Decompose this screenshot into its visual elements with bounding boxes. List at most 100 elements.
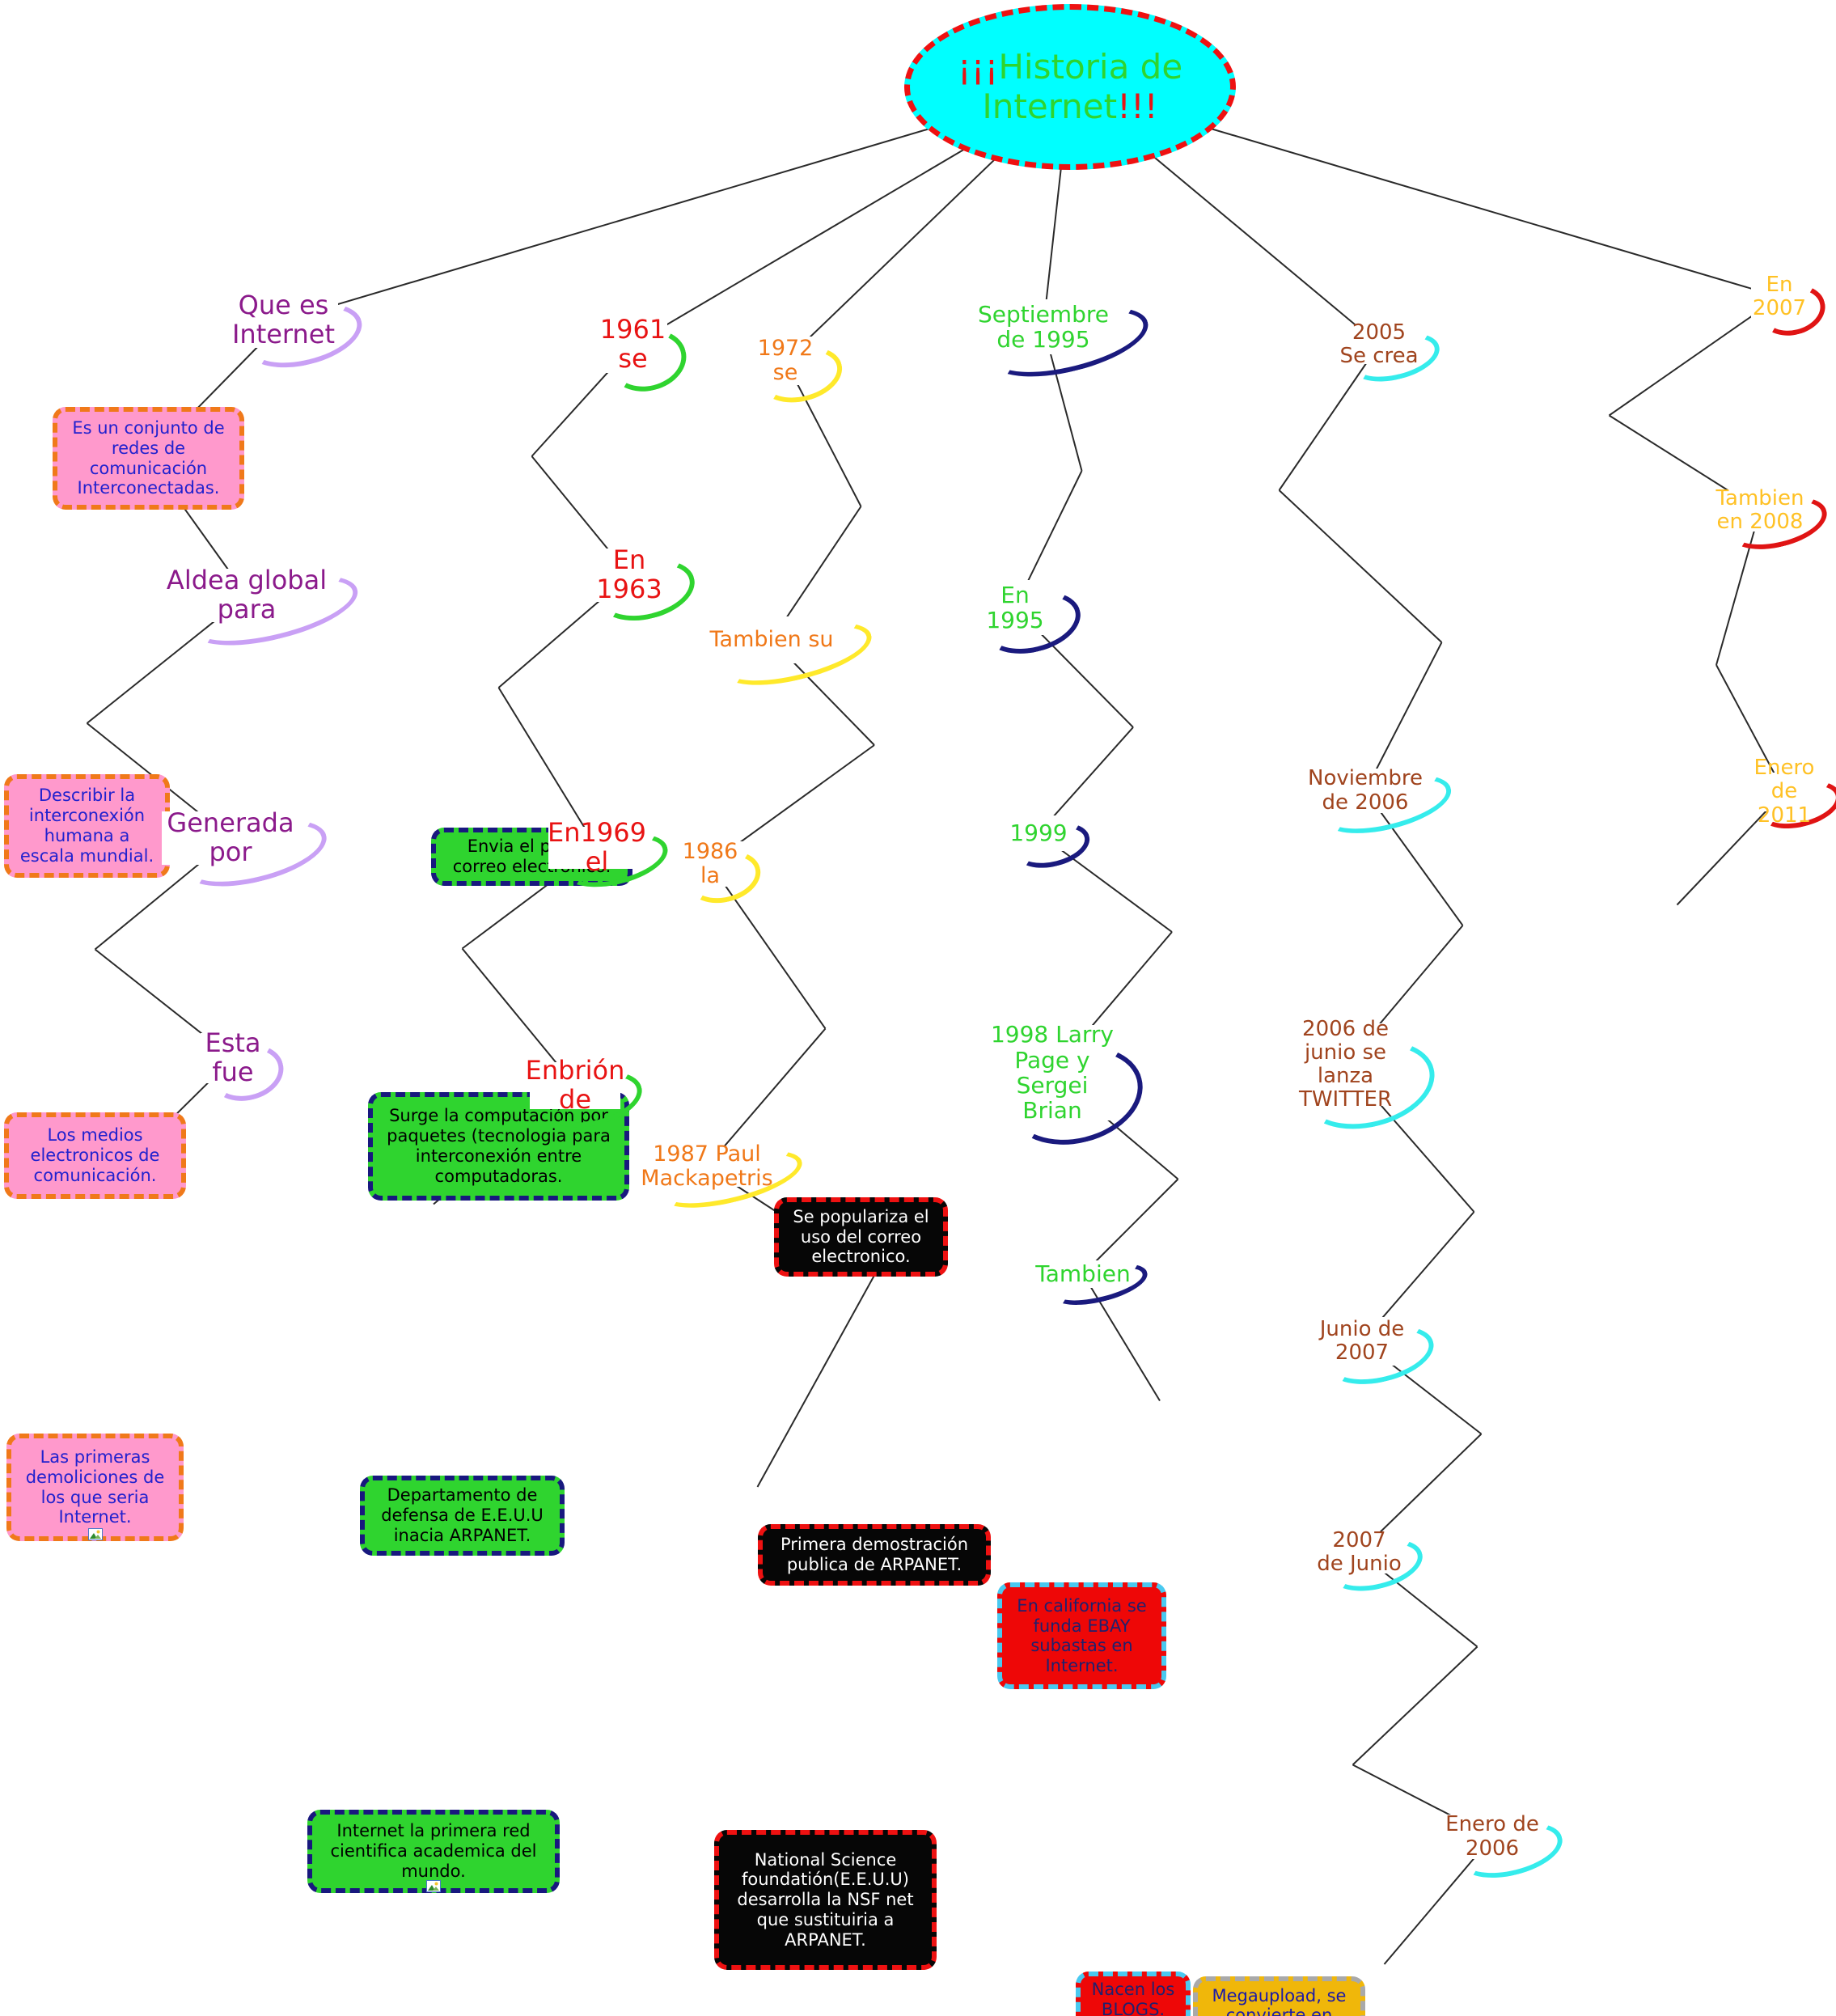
title-suffix: !!! bbox=[1117, 86, 1158, 126]
label-en-2007[interactable]: En 2007 bbox=[1751, 272, 1830, 342]
box-conjunto-redes[interactable]: Es un conjunto de redes de comunicación … bbox=[53, 407, 244, 510]
node-text: En1969 el bbox=[548, 817, 646, 877]
node-text: Nacen los BLOGS. bbox=[1091, 1980, 1175, 2016]
label-1999[interactable]: 1999 bbox=[1005, 815, 1095, 875]
node-text: En 1963 bbox=[596, 544, 662, 604]
box-arpanet-defensa[interactable]: Departamento de defensa de E.E.U.U inaci… bbox=[360, 1476, 565, 1556]
node-text: Aldea global para bbox=[166, 565, 328, 625]
root-title[interactable]: ¡¡¡Historia de Internet!!! bbox=[904, 4, 1236, 170]
connector-line bbox=[785, 360, 862, 507]
node-text: Junio de 2007 bbox=[1319, 1316, 1405, 1365]
node-text: En 1995 bbox=[986, 581, 1044, 633]
connector-line bbox=[1082, 1178, 1179, 1275]
node-text: En 2007 bbox=[1752, 272, 1807, 320]
label-1961-se[interactable]: 1961 se bbox=[599, 314, 693, 400]
title-prefix: ¡¡¡ bbox=[957, 47, 999, 87]
node-text: Describir la interconexión humana a esca… bbox=[19, 786, 154, 866]
node-text: 1961 se bbox=[599, 314, 666, 374]
connector-line bbox=[1715, 510, 1761, 666]
node-text: 1999 bbox=[1009, 820, 1068, 847]
label-tambien-2008[interactable]: Tambien en 2008 bbox=[1715, 485, 1832, 559]
connector-line bbox=[1352, 1645, 1479, 1766]
node-text: Que es Internet bbox=[231, 290, 336, 349]
node-text: En california se funda EBAY subastas en … bbox=[1017, 1595, 1147, 1676]
box-primera-red-cientifica[interactable]: Internet la primera red cientifica acade… bbox=[307, 1810, 560, 1893]
label-enero-2011[interactable]: Enero de 2011 bbox=[1747, 756, 1836, 836]
node-text: 2006 de junio se lanza TWITTER bbox=[1298, 1016, 1393, 1112]
connector-line bbox=[1278, 344, 1380, 491]
node-text: 2007 de Junio bbox=[1317, 1527, 1402, 1576]
connector-line bbox=[1082, 1273, 1161, 1402]
label-enbrion-de[interactable]: Enbrión de bbox=[526, 1056, 648, 1137]
node-text: Tambien bbox=[1035, 1260, 1131, 1288]
label-generada-por[interactable]: Generada por bbox=[162, 807, 333, 900]
connector-line bbox=[1364, 790, 1464, 926]
label-septiembre-1995[interactable]: Septiembre de 1995 bbox=[967, 294, 1156, 391]
label-en-1995[interactable]: En 1995 bbox=[971, 580, 1088, 664]
node-text: Surge la computación por paquetes (tecno… bbox=[387, 1106, 611, 1186]
node-text: Las primeras demoliciones de los que ser… bbox=[25, 1446, 165, 1527]
label-2007-de-junio[interactable]: 2007 de Junio bbox=[1317, 1527, 1428, 1600]
node-text: Megaupload, se convierte en amenaza. bbox=[1212, 1985, 1347, 2016]
node-text: Noviembre de 2006 bbox=[1308, 766, 1423, 815]
node-text: Enero de 2006 bbox=[1445, 1812, 1539, 1861]
label-en-1963[interactable]: En 1963 bbox=[585, 544, 702, 630]
connector-line bbox=[1608, 296, 1780, 417]
node-text: Internet la primera red cientifica acade… bbox=[330, 1821, 537, 1881]
label-aldea-global[interactable]: Aldea global para bbox=[166, 561, 365, 659]
box-nsf-net[interactable]: National Science foundatión(E.E.U.U) des… bbox=[714, 1830, 937, 1970]
box-demostracion-arpanet[interactable]: Primera demostración publica de ARPANET. bbox=[758, 1524, 991, 1586]
label-1972-se[interactable]: 1972 se bbox=[748, 335, 848, 411]
node-text: Esta fue bbox=[205, 1027, 261, 1087]
box-ebay[interactable]: En california se funda EBAY subastas en … bbox=[997, 1582, 1166, 1690]
connector-line bbox=[709, 863, 827, 1030]
label-esta-fue[interactable]: Esta fue bbox=[201, 1028, 290, 1108]
label-junio-2007[interactable]: Junio de 2007 bbox=[1313, 1316, 1440, 1395]
box-describir-interconexion[interactable]: Describir la interconexión humana a esca… bbox=[4, 774, 170, 878]
box-medios-electronicos[interactable]: Los medios electronicos de comunicación. bbox=[4, 1112, 186, 1199]
image-icon bbox=[87, 1528, 103, 1540]
box-primeras-demoliciones[interactable]: Las primeras demoliciones de los que ser… bbox=[6, 1434, 184, 1541]
title-main: Historia de Internet bbox=[982, 47, 1183, 126]
label-que-es-internet[interactable]: Que es Internet bbox=[229, 290, 369, 379]
root-title-text: ¡¡¡Historia de Internet!!! bbox=[933, 47, 1208, 126]
label-1986-la[interactable]: 1986 la bbox=[678, 838, 767, 912]
node-text: Generada por bbox=[167, 807, 294, 867]
node-text: Enero de 2011 bbox=[1754, 756, 1815, 828]
label-en-1969[interactable]: En1969 el bbox=[548, 818, 673, 897]
label-1987-paul-mackapetris[interactable]: 1987 Paul Mackapetris bbox=[639, 1139, 807, 1219]
node-text: 1986 la bbox=[682, 838, 738, 888]
label-tambien-su[interactable]: Tambien su bbox=[700, 609, 878, 698]
connector-line bbox=[497, 687, 598, 849]
label-tambien[interactable]: Tambien bbox=[1035, 1256, 1152, 1313]
node-text: 1972 se bbox=[757, 335, 814, 385]
connector-line bbox=[706, 1027, 827, 1167]
box-computacion-paquetes[interactable]: Surge la computación por paquetes (tecno… bbox=[368, 1092, 629, 1201]
node-text: Es un conjunto de redes de comunicación … bbox=[72, 417, 225, 498]
connector-line bbox=[1278, 489, 1443, 643]
label-noviembre-2006[interactable]: Noviembre de 2006 bbox=[1305, 764, 1457, 845]
node-text: Los medios electronicos de comunicación. bbox=[30, 1125, 160, 1185]
image-icon bbox=[426, 1880, 441, 1892]
node-text: National Science foundatión(E.E.U.U) des… bbox=[737, 1849, 914, 1950]
box-populariza-correo[interactable]: Se populariza el uso del correo electron… bbox=[774, 1197, 948, 1277]
label-2005-se-crea[interactable]: 2005 Se crea bbox=[1339, 320, 1445, 390]
node-text: Tambien en 2008 bbox=[1715, 485, 1804, 534]
node-text: Septiembre de 1995 bbox=[978, 300, 1109, 353]
node-text: 1998 Larry Page y Sergei Brian bbox=[990, 1021, 1115, 1124]
node-text: Departamento de defensa de E.E.U.U inaci… bbox=[381, 1485, 544, 1545]
node-text: Primera demostración publica de ARPANET. bbox=[780, 1535, 969, 1574]
node-text: Tambien su bbox=[709, 626, 834, 652]
box-megaupload[interactable]: Megaupload, se convierte en amenaza. bbox=[1193, 1976, 1365, 2016]
connector-line bbox=[1364, 642, 1443, 791]
label-2006-junio-twitter[interactable]: 2006 de junio se lanza TWITTER bbox=[1283, 1017, 1444, 1142]
label-1998-larry-page[interactable]: 1998 Larry Page y Sergei Brian bbox=[988, 1021, 1153, 1159]
node-text: Enbrión de bbox=[525, 1055, 625, 1115]
label-enero-2006[interactable]: Enero de 2006 bbox=[1445, 1812, 1568, 1887]
node-text: Se populariza el uso del correo electron… bbox=[793, 1206, 929, 1267]
box-blogs[interactable]: Nacen los BLOGS. bbox=[1076, 1972, 1191, 2016]
connector-line bbox=[756, 1275, 875, 1488]
connector-line bbox=[1715, 664, 1785, 793]
node-text: 2005 Se crea bbox=[1339, 320, 1419, 368]
